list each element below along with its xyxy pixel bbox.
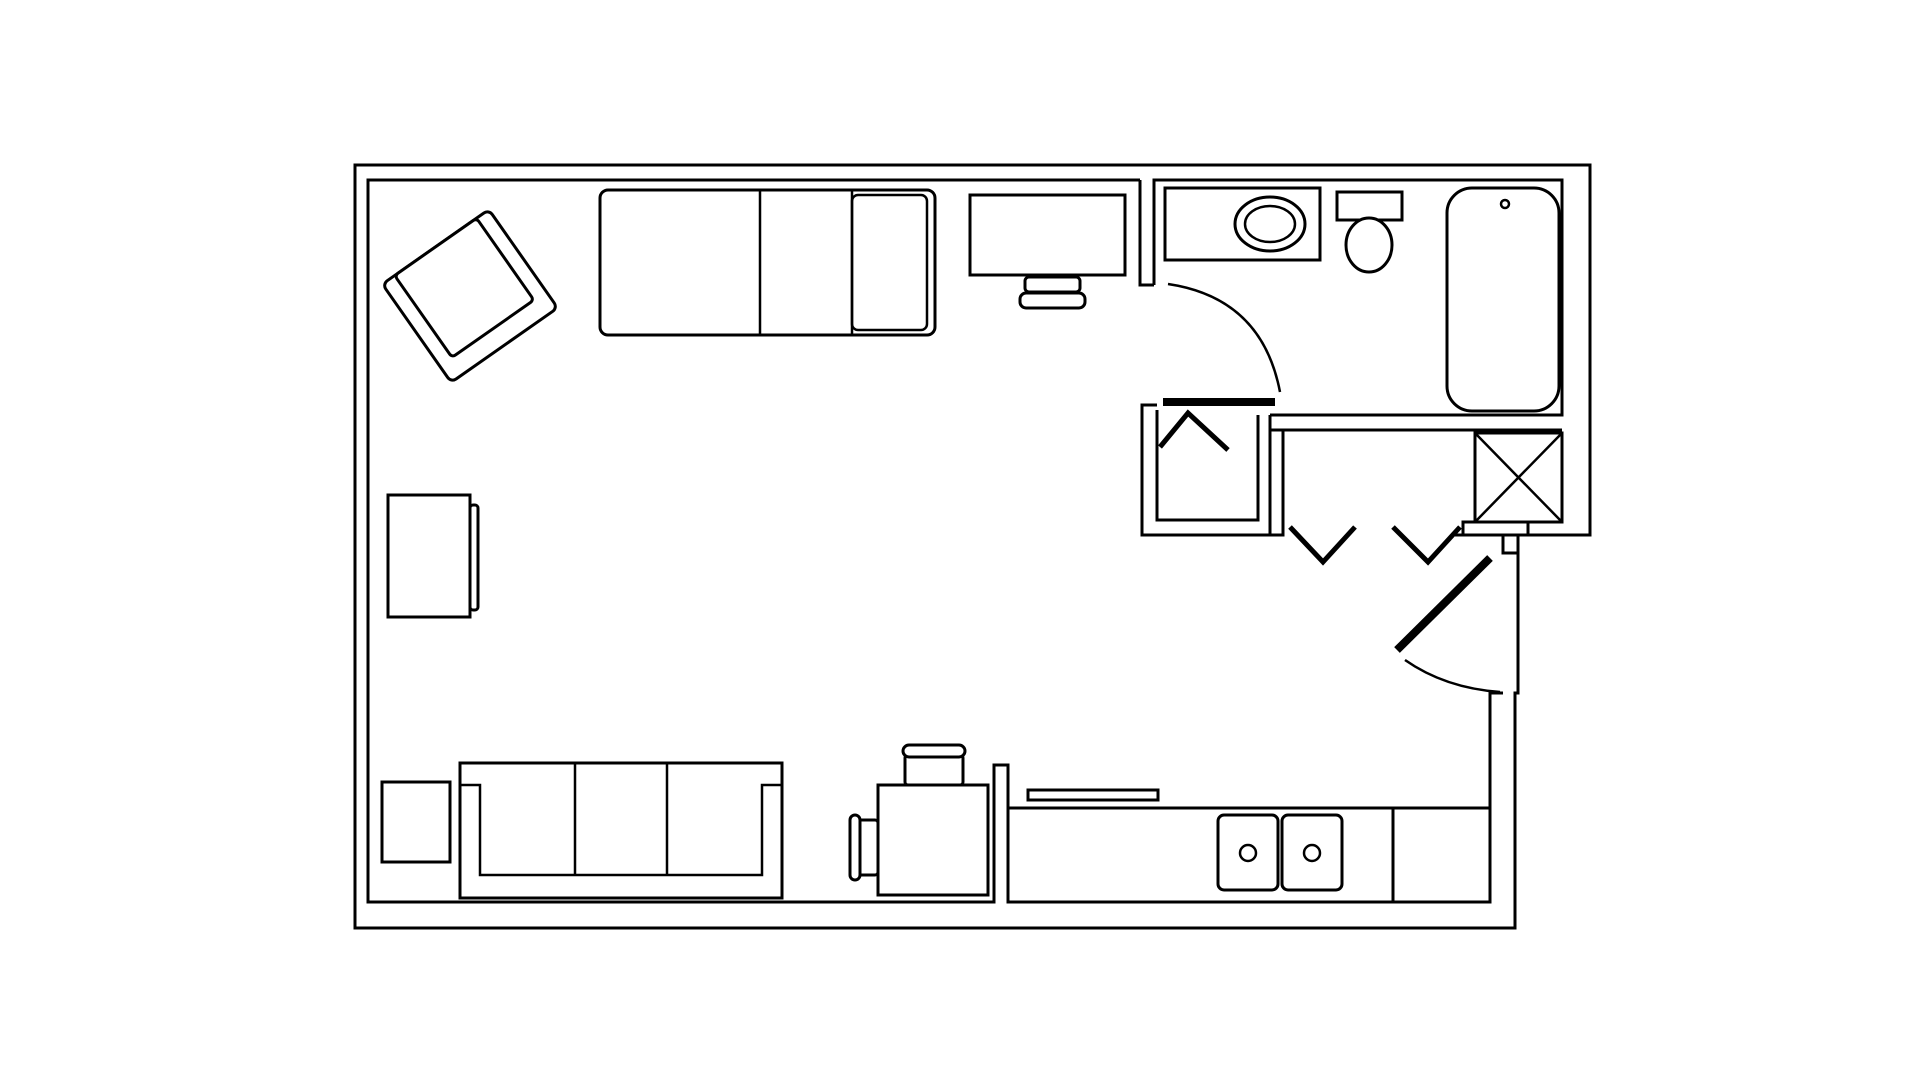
- linen-closet: [1473, 431, 1564, 524]
- side-table: [386, 493, 480, 619]
- sofa: [458, 761, 784, 900]
- coat-closet-wall: [1140, 403, 1272, 537]
- coat-closet-inner-wall: [1155, 410, 1260, 522]
- hall-closet-doors: [1288, 525, 1462, 566]
- bathtub: [1445, 186, 1561, 413]
- partition-stub: [1138, 180, 1154, 287]
- bathroom-vanity: [1163, 186, 1322, 262]
- bathroom-door: [1163, 282, 1282, 406]
- double-sink: [1216, 813, 1344, 892]
- dining-chair: [848, 743, 967, 882]
- bed: [598, 188, 937, 337]
- coat-closet: [1158, 409, 1230, 452]
- desk: [968, 193, 1127, 277]
- toilet: [1335, 190, 1404, 274]
- armchair: [383, 210, 557, 382]
- hall-wall: [1270, 522, 1285, 537]
- walls: [353, 163, 1592, 930]
- outer-wall: [353, 163, 1592, 930]
- inner-wall-bathroom: [1152, 178, 1564, 417]
- utility-box: [1461, 520, 1530, 555]
- entry-door: [1394, 555, 1501, 694]
- inner-wall-main: [366, 178, 1503, 904]
- dining-table: [876, 783, 990, 897]
- end-table: [380, 780, 452, 864]
- desk-chair: [1018, 275, 1087, 310]
